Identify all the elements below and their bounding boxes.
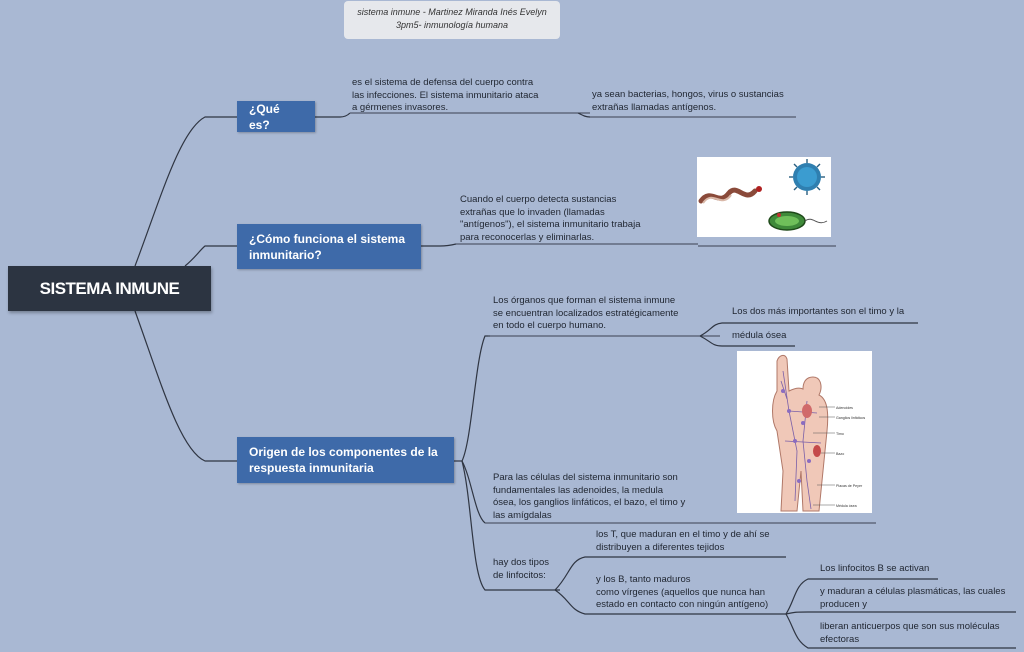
origen-medula: médula ósea [732,330,787,341]
branch-origen[interactable]: Origen de los componentes de la respuest… [237,437,454,483]
anatomy-label-adenoides: Adenoides [836,406,853,410]
linfocitos-t: los T, que maduran en el timo y de ahí s… [596,529,770,553]
que-es-definition: es el sistema de defensa del cuerpo cont… [352,77,539,113]
branch-origen-label: Origen de los componentes de la respuest… [249,445,438,475]
branch-como-funciona-label: ¿Cómo funciona el sistema inmunitario? [249,231,406,262]
que-es-antigenos: ya sean bacterias, hongos, virus o susta… [592,89,784,113]
header-line-1: sistema inmune - Martinez Miranda Inés E… [357,7,547,17]
branch-que-es[interactable]: ¿Qué es? [237,101,315,132]
anatomy-label-ganglios: Ganglios linfáticos [836,416,865,420]
como-funciona-text: Cuando el cuerpo detecta sustancias extr… [460,194,641,243]
origen-importantes: Los dos más importantes son el timo y la [732,306,905,317]
origen-tipos-linfocitos: hay dos tipos de linfocitos: [493,557,549,581]
header-note: sistema inmune - Martinez Miranda Inés E… [344,1,560,39]
anatomy-image: Adenoides Ganglios linfáticos Timo Bazo … [737,351,872,513]
connector-root-origen [134,310,237,462]
anatomy-label-timo: Timo [836,432,844,436]
linfocitos-b-liberan: liberan anticuerpos que son sus molécula… [820,621,1000,645]
origen-celulas: Para las células del sistema inmunitario… [493,472,686,521]
microbes-image [697,157,831,237]
origen-organos: Los órganos que forman el sistema inmune… [493,295,679,331]
connector-que-es-text [314,112,351,118]
branch-que-es-label: ¿Qué es? [249,101,280,132]
linfocitos-b: y los B, tanto maduros como vírgenes (aq… [596,574,769,610]
linfocitos-b-maduran: y maduran a células plasmáticas, las cua… [820,586,1006,610]
anatomy-label-medula: Médula ósea [836,504,857,508]
root-node[interactable]: SISTEMA INMUNE [8,266,211,311]
connector-root-como [184,245,237,267]
anatomy-label-peyer: Placas de Peyer [836,484,863,488]
header-line-2: 3pm5- inmunología humana [395,20,509,30]
connector-root-que-es [134,116,237,267]
branch-como-funciona[interactable]: ¿Cómo funciona el sistema inmunitario? [237,224,421,269]
anatomy-label-bazo: Bazo [836,452,844,456]
linfocitos-b-activan: Los linfocitos B se activan [820,563,930,574]
